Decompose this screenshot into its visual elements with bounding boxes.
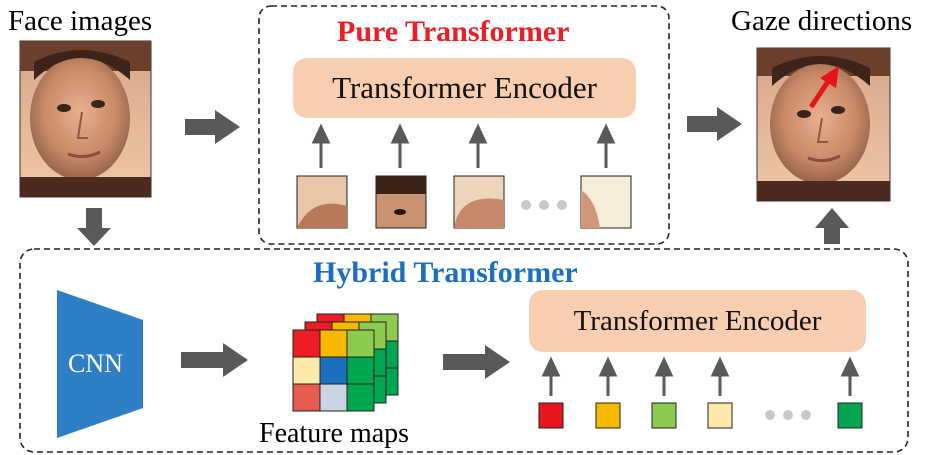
face-images-label: Face images: [8, 5, 153, 37]
pure-transformer-title: Pure Transformer: [337, 15, 570, 48]
patch-arrows: [311, 123, 616, 168]
face-image-gaze-output: [756, 47, 891, 202]
patch-3: [453, 175, 505, 229]
gaze-directions-label: Gaze directions: [731, 5, 913, 37]
feature-token-pale-yellow: [707, 402, 733, 429]
arrow-cnn-to-features: [181, 343, 248, 377]
arrow-features-to-encoder: [443, 345, 510, 379]
cnn-trapezoid-icon: [57, 290, 143, 438]
pure-transformer-frame: [258, 5, 670, 245]
feature-token-arrows: [541, 356, 860, 396]
patch-1: [296, 175, 348, 229]
feature-maps-label: Feature maps: [259, 418, 410, 449]
feature-map-stack-icon: [292, 313, 399, 412]
arrow-hybrid-up: [815, 208, 849, 244]
patch-n: [580, 175, 632, 229]
transformer-encoder-bottom: Transformer Encoder: [529, 290, 866, 352]
gaze-arrow-icon: [808, 66, 839, 109]
arrow-input-to-pure: [185, 110, 240, 144]
feature-token-red: [538, 402, 564, 429]
cnn-label: CNN: [68, 349, 123, 378]
feature-token-light-green: [651, 402, 677, 429]
arrow-pure-to-output: [687, 107, 742, 141]
feature-token-amber: [595, 402, 621, 429]
face-image-input: [19, 40, 152, 198]
arrow-input-down: [77, 208, 111, 246]
transformer-encoder-top: Transformer Encoder: [293, 58, 636, 118]
feature-token-green: [837, 402, 863, 429]
hybrid-transformer-frame: [19, 248, 909, 453]
ellipsis-dots-icon: [521, 200, 567, 210]
hybrid-transformer-title: Hybrid Transformer: [313, 256, 578, 289]
patch-2: [375, 175, 427, 229]
ellipsis-dots-icon: [765, 410, 811, 420]
